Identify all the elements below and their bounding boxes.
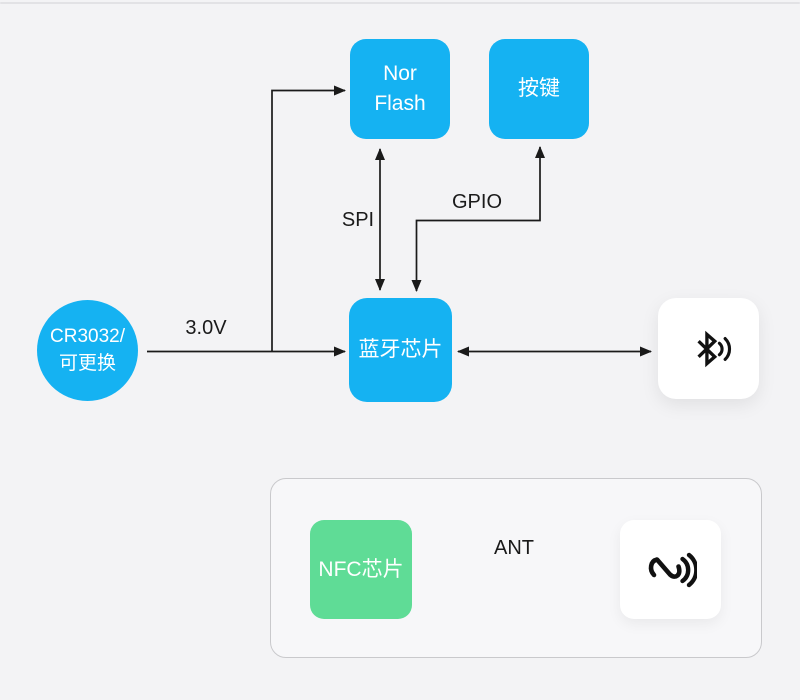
top-edge-divider — [0, 2, 800, 4]
gpio-edge-label: GPIO — [451, 191, 502, 213]
ant-edge-label: ANT — [494, 537, 534, 559]
bluetooth-antenna-node — [658, 298, 759, 399]
key-button-label: 按键 — [518, 77, 560, 101]
bluetooth-chip-label: 蓝牙芯片 — [358, 338, 443, 362]
battery-node: CR3032/ 可更换 — [37, 300, 138, 401]
key-button-node: 按键 — [489, 39, 589, 139]
battery-label: CR3032/ 可更换 — [50, 325, 125, 374]
nor-flash-node: Nor Flash — [350, 39, 450, 139]
wire-power-branch-to-nor-flash — [271, 85, 346, 352]
nor-flash-label: Nor Flash — [374, 62, 426, 115]
nfc-contactless-icon — [648, 552, 697, 587]
spi-edge-label: SPI — [341, 209, 375, 231]
bluetooth-chip-node: 蓝牙芯片 — [349, 298, 452, 402]
bluetooth-signal-icon — [696, 330, 731, 367]
power-edge-label: 3.0V — [185, 317, 227, 339]
nfc-chip-node: NFC芯片 — [310, 520, 412, 619]
wire-gpio — [411, 146, 545, 292]
nfc-chip-label: NFC芯片 — [318, 557, 404, 581]
nfc-antenna-node — [620, 520, 721, 619]
